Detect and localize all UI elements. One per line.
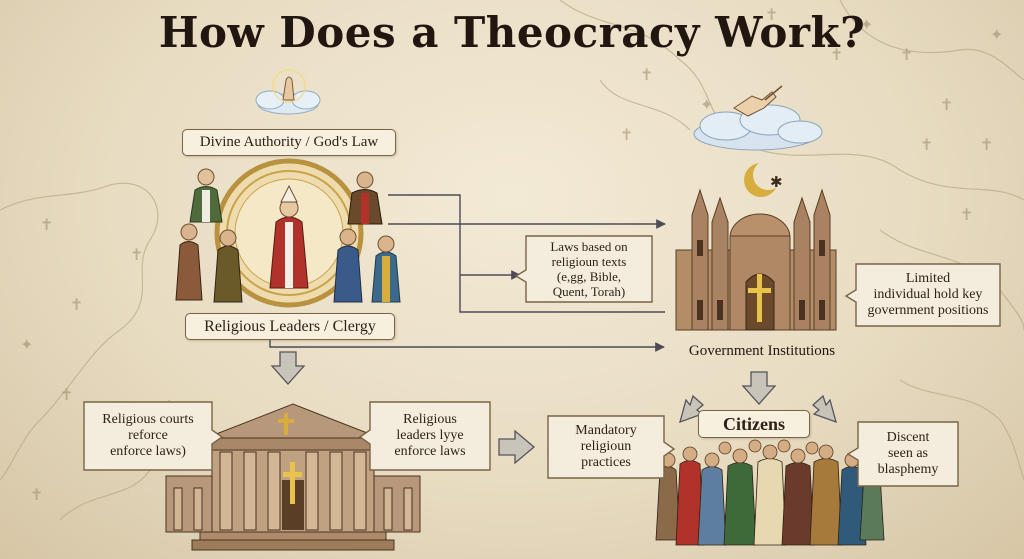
laws-texts-text: Laws based on religioun texts (e,gg, Bib…	[550, 239, 628, 299]
down-arrow-icon	[270, 351, 306, 385]
cross-symbol-icon: ✦	[700, 95, 713, 114]
courthouse-icon	[165, 403, 421, 551]
leaders-enforce-text: Religious leaders lyye enforce laws	[394, 412, 466, 459]
cross-symbol-icon: ✝	[960, 205, 973, 224]
cross-symbol-icon: ✝	[830, 45, 843, 64]
cross-symbol-icon: ✝	[70, 295, 83, 314]
cross-symbol-icon: ✝	[940, 95, 953, 114]
callout-shapes	[83, 235, 1001, 487]
cathedral-icon	[675, 188, 837, 331]
cross-symbol-icon: ✦	[860, 15, 873, 34]
hand-from-cloud-icon	[693, 85, 823, 151]
cross-symbol-icon: ✦	[990, 25, 1003, 44]
citizens-label: Citizens	[698, 410, 810, 438]
cross-symbol-icon: ✝	[765, 5, 778, 24]
cross-symbol-icon: ✝	[900, 45, 913, 64]
religious-courts-text: Religious courts reforce enforce laws)	[102, 412, 194, 459]
mandatory-practices-text: Mandatory religioun practices	[575, 423, 637, 470]
laws-texts-note: Laws based on religioun texts (e,gg, Bib…	[526, 236, 652, 302]
page-title: How Does a Theocracy Work?	[158, 8, 866, 57]
clergy-group-icon	[175, 158, 401, 308]
svg-text:✱: ✱	[770, 173, 783, 191]
callout-leaders-shape	[358, 401, 491, 471]
callout-laws-shape	[514, 235, 653, 303]
cross-symbol-icon: ✝	[130, 245, 143, 264]
government-institutions-label: Government Institutions	[688, 343, 836, 359]
connector-arrow	[269, 340, 665, 352]
right-arrow-icon	[498, 429, 536, 465]
down-arrow-icon	[741, 371, 777, 405]
religious-courts-note: Religious courts reforce enforce laws)	[84, 402, 212, 470]
dissent-note: Discent seen as blasphemy	[858, 422, 958, 486]
cross-symbol-icon: ✝	[40, 215, 53, 234]
divine-authority-label: Divine Authority / God's Law	[182, 129, 396, 156]
diag-arrow-icon	[812, 394, 837, 424]
callout-courts-shape	[83, 401, 224, 471]
crescent-star-icon: ✱	[744, 160, 783, 197]
praying-hands-icon	[255, 69, 321, 115]
callout-limited-shape	[844, 263, 1001, 327]
callout-practices-shape	[547, 415, 676, 479]
connector-line	[388, 194, 665, 313]
mandatory-practices-note: Mandatory religioun practices	[548, 416, 664, 478]
limited-individuals-text: Limited individual hold key government p…	[867, 271, 989, 318]
cross-symbol-icon: ✝	[60, 385, 73, 404]
cross-symbol-icon: ✝	[30, 485, 43, 504]
cross-symbol-icon: ✝	[920, 135, 933, 154]
citizens-crowd-icon	[655, 439, 885, 546]
cross-symbol-icon: ✝	[620, 125, 633, 144]
dissent-text: Discent seen as blasphemy	[877, 430, 939, 477]
religious-leaders-label: Religious Leaders / Clergy	[185, 313, 395, 340]
diag-arrow-icon	[679, 394, 704, 424]
callout-dissent-shape	[846, 421, 959, 487]
cross-symbol-icon: ✦	[20, 335, 33, 354]
cross-symbol-icon: ✝	[640, 65, 653, 84]
cross-symbol-icon: ✝	[980, 135, 993, 154]
leaders-enforce-note: Religious leaders lyye enforce laws	[370, 402, 490, 470]
limited-individuals-note: Limited individual hold key government p…	[856, 264, 1000, 326]
